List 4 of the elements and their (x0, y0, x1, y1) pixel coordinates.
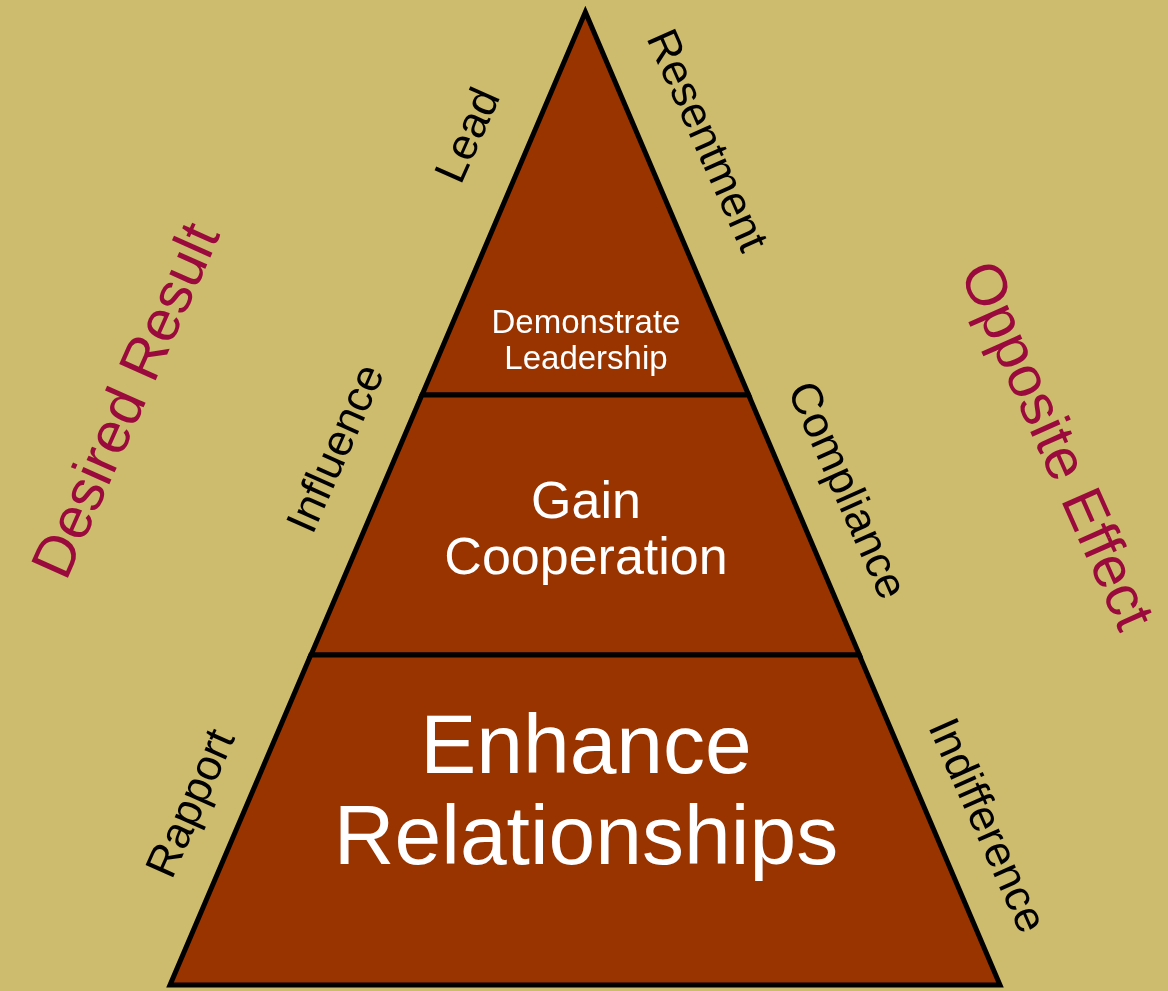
tier-label: Demonstrate Leadership (490, 304, 682, 376)
tier-label: Enhance Relationships (332, 699, 840, 881)
tier-label: Gain Cooperation (443, 471, 729, 585)
side-label: Lead (427, 81, 507, 189)
